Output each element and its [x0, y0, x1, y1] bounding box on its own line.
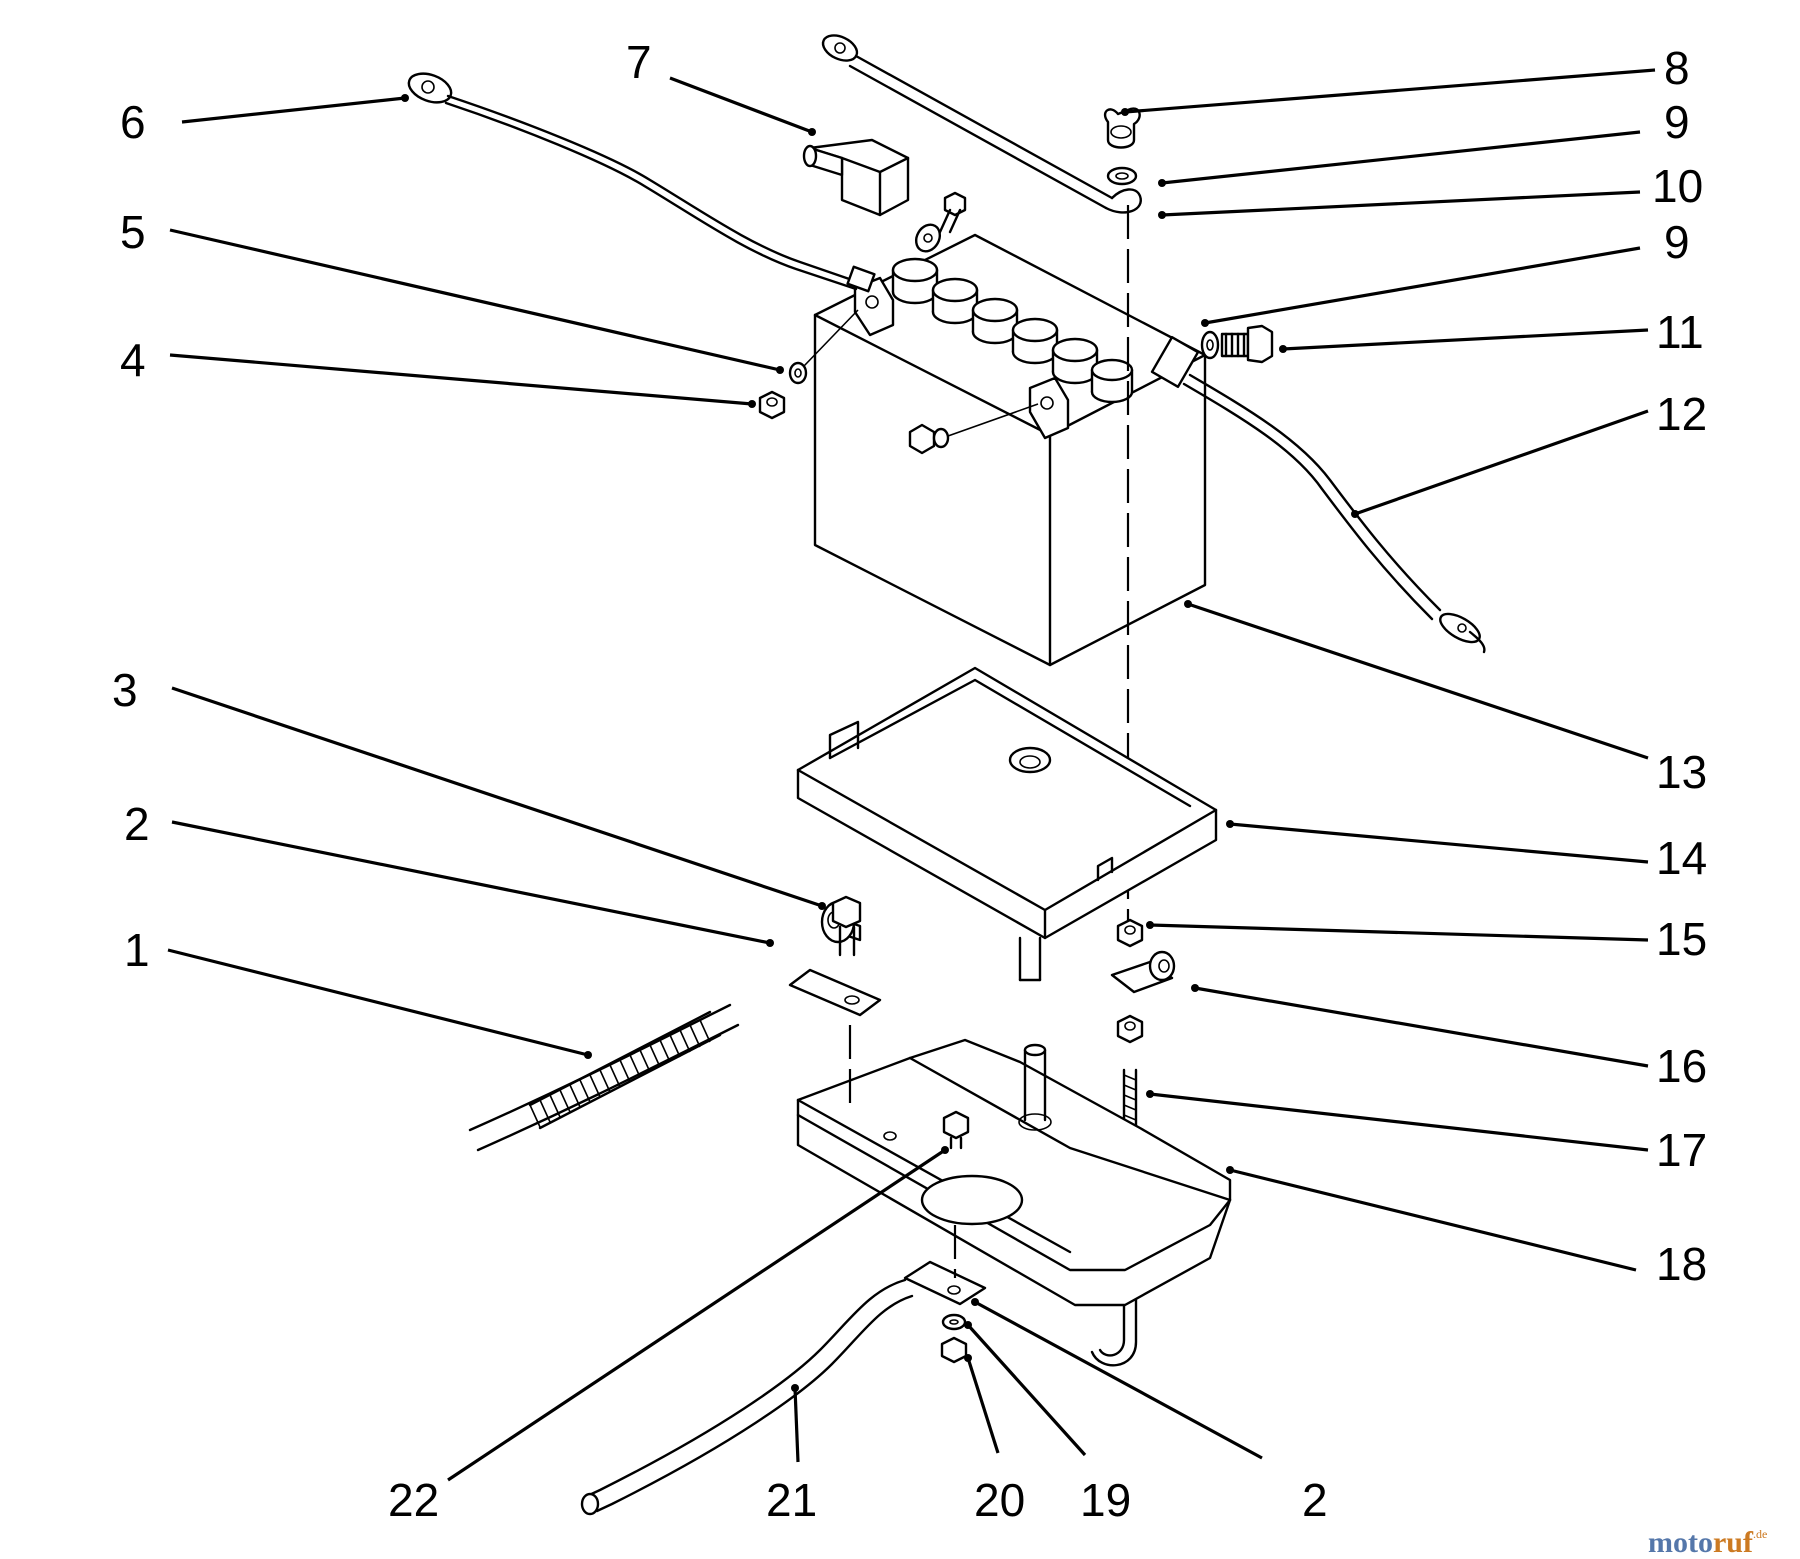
callout-6: 6 — [120, 96, 146, 148]
leader-lines — [167, 68, 1656, 1482]
battery-tray — [796, 666, 1218, 982]
callout-9-upper: 9 — [1664, 96, 1690, 148]
callout-15: 15 — [1656, 913, 1707, 965]
plate-bolt — [942, 1110, 970, 1150]
callout-16: 16 — [1656, 1040, 1707, 1092]
terminal-boot — [802, 138, 910, 217]
wing-nut — [1103, 107, 1141, 149]
callout-13: 13 — [1656, 746, 1707, 798]
terminal-bolt-right — [1200, 324, 1274, 364]
terminal-bolt-left — [914, 191, 967, 253]
watermark-moto: moto — [1648, 1526, 1713, 1559]
callout-5: 5 — [120, 206, 146, 258]
callout-22: 22 — [388, 1474, 439, 1526]
callout-14: 14 — [1656, 832, 1707, 884]
battery-cable-positive — [1150, 335, 1486, 654]
callout-11: 11 — [1656, 306, 1704, 358]
callout-1: 1 — [124, 924, 150, 976]
callout-20: 20 — [974, 1474, 1025, 1526]
callout-2-lower: 2 — [1302, 1474, 1328, 1526]
terminal-nut-left — [758, 309, 859, 420]
callout-9-lower: 9 — [1664, 216, 1690, 268]
callout-10: 10 — [1652, 160, 1703, 212]
callout-18: 18 — [1656, 1238, 1707, 1290]
watermark-logo: motoruf.de — [1648, 1526, 1767, 1559]
battery-cable-with-spring — [468, 1003, 740, 1152]
lower-cable-assembly — [580, 1225, 987, 1516]
callout-21: 21 — [766, 1474, 817, 1526]
callout-12: 12 — [1656, 388, 1707, 440]
rod-clamp-hardware — [1110, 918, 1176, 1044]
callout-7: 7 — [626, 36, 652, 88]
watermark-ruf: ruf — [1713, 1526, 1754, 1559]
battery-cable-negative — [407, 72, 876, 293]
cable-clamp-upper — [788, 895, 882, 1110]
watermark-suffix: .de — [1753, 1527, 1767, 1541]
callout-3: 3 — [112, 664, 138, 716]
battery — [813, 233, 1207, 667]
spring-guard — [528, 1010, 722, 1130]
svg-text:motoruf.de: motoruf.de — [1648, 1526, 1767, 1559]
callout-2-upper: 2 — [124, 798, 150, 850]
battery-cell-caps — [891, 257, 1134, 404]
parts-drawing — [407, 34, 1486, 1516]
battery-mounting-plate — [796, 1038, 1232, 1307]
callout-4: 4 — [120, 334, 146, 386]
battery-terminal-right — [1028, 376, 1070, 440]
callout-numbers: 6 7 5 4 8 9 10 9 11 12 13 14 15 16 17 18… — [112, 36, 1707, 1526]
callout-8: 8 — [1664, 42, 1690, 94]
callout-19: 19 — [1080, 1474, 1131, 1526]
callout-17: 17 — [1656, 1124, 1707, 1176]
